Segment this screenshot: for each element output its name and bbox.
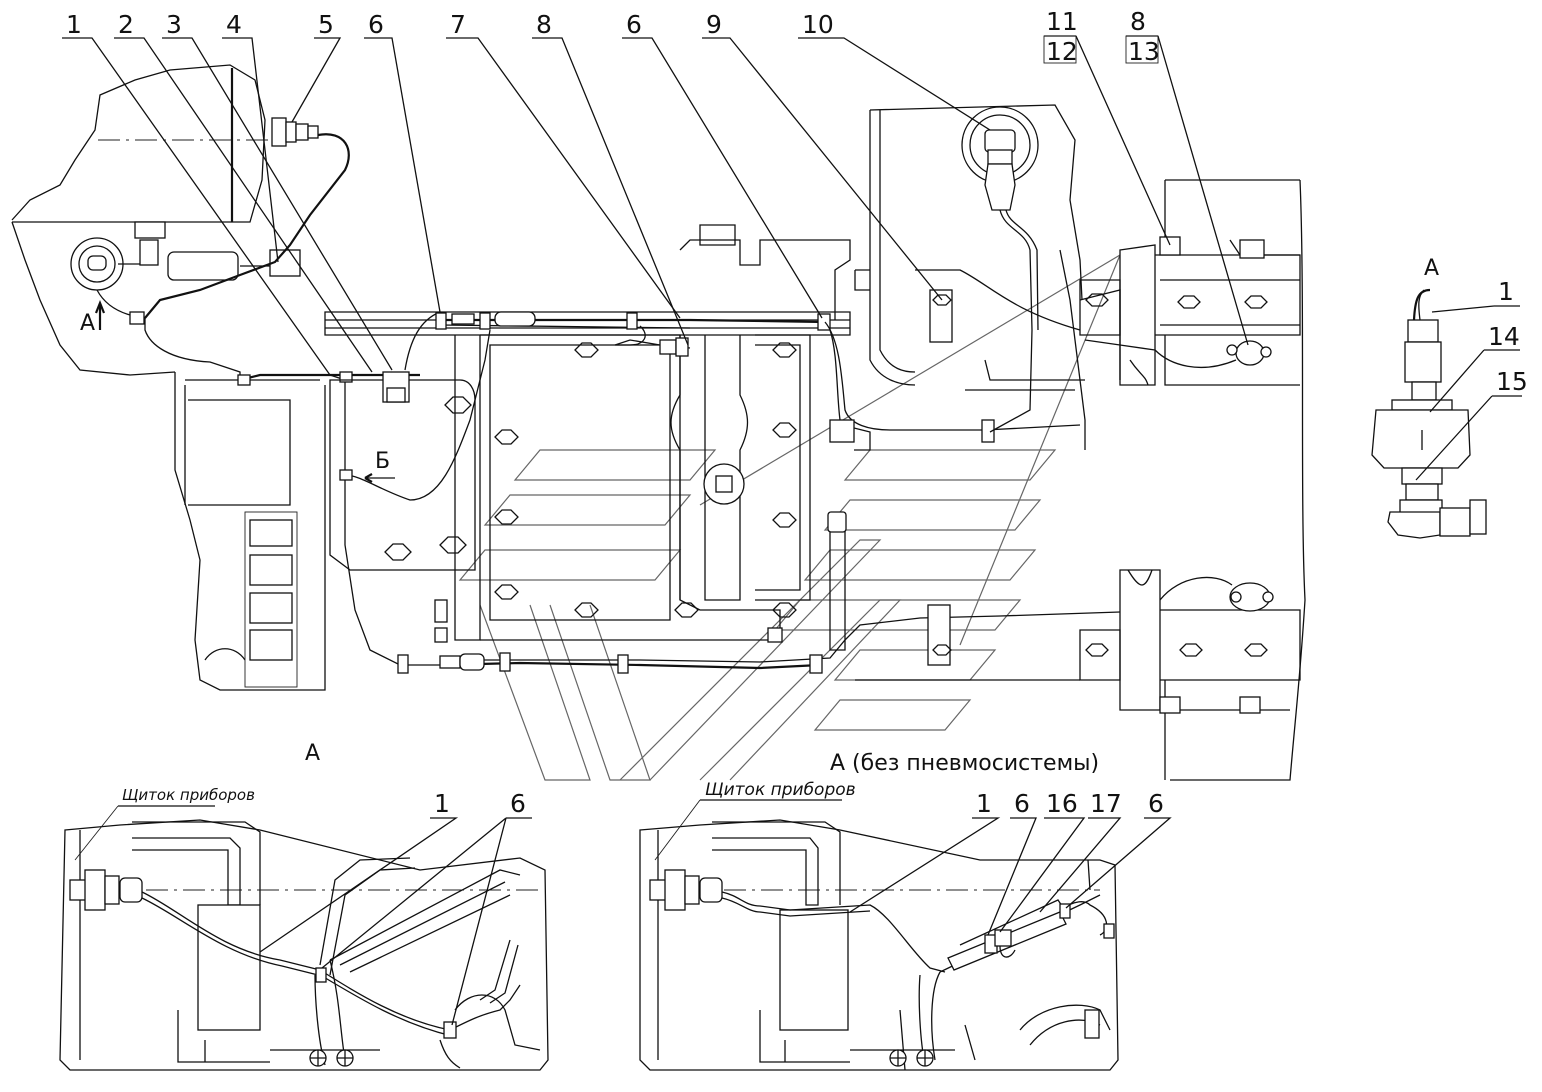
rear-crossmember-lower — [855, 569, 1301, 780]
callout-label: 6 — [626, 10, 642, 39]
callout-label: 3 — [166, 10, 182, 39]
callout-label: 1 — [434, 789, 450, 818]
bottom-left-view — [59, 819, 549, 1071]
view-b-marker: Б — [375, 449, 390, 474]
panel-label-right: Щиток приборов — [705, 780, 856, 800]
callout-label: 1 — [1498, 277, 1514, 306]
callout-label: 11 — [1046, 7, 1078, 36]
instrument-gauge — [70, 221, 301, 291]
gauge-10 — [961, 106, 1039, 433]
callout-label: 6 — [510, 789, 526, 818]
callouts-top: 1 2 3 4 5 6 7 8 6 9 10 11 12 — [62, 7, 1249, 376]
cab-outline — [11, 64, 326, 691]
sensor-5 — [271, 117, 319, 147]
wire-harness-main — [96, 133, 491, 666]
callout-label: 15 — [1496, 367, 1528, 396]
vent-grille — [244, 511, 298, 688]
wire-harness-lower — [397, 511, 1121, 674]
callout-label: 12 — [1046, 37, 1078, 66]
bottom-right-title: А (без пневмосистемы) — [830, 751, 1099, 776]
callout-label: 17 — [1090, 789, 1122, 818]
callout-label: 6 — [368, 10, 384, 39]
callouts-bottom-left: 1 6 — [259, 789, 532, 1026]
callout-label: 10 — [802, 10, 834, 39]
callout-label: 2 — [118, 10, 134, 39]
detail-a-label: А — [1424, 256, 1439, 281]
rear-crossmember-upper — [1079, 179, 1306, 781]
callout-label: 16 — [1046, 789, 1078, 818]
upper-bracket — [324, 311, 851, 336]
callout-label: 6 — [1148, 789, 1164, 818]
panel-label-left: Щиток приборов — [122, 786, 255, 804]
detail-a-sensor: А — [1371, 256, 1487, 539]
frame-bolts — [434, 342, 797, 643]
bottom-right-view — [639, 819, 1119, 1071]
callouts-detail-a: 1 14 15 — [1415, 277, 1528, 481]
callout-label: 5 — [318, 10, 334, 39]
main-frame-panel — [454, 224, 851, 641]
callout-label: 6 — [1014, 789, 1030, 818]
callout-label: 1 — [976, 789, 992, 818]
callout-label: 8 — [536, 10, 552, 39]
battery-plate: Б — [329, 371, 476, 571]
callout-label: 1 — [66, 10, 82, 39]
callouts-bottom-right: 1 6 16 17 6 — [849, 789, 1172, 936]
callout-label: 7 — [450, 10, 466, 39]
watermark-logo — [458, 254, 1121, 781]
bottom-left-title: А — [305, 741, 320, 766]
callout-label: 8 — [1130, 7, 1146, 36]
callout-label: 9 — [706, 10, 722, 39]
sensor-plate-upper — [1084, 339, 1272, 368]
callout-label: 13 — [1128, 37, 1160, 66]
view-a-marker: А — [80, 311, 95, 336]
callout-label: 4 — [226, 10, 242, 39]
callout-label: 14 — [1488, 322, 1520, 351]
wire-harness-upper — [435, 311, 1081, 451]
